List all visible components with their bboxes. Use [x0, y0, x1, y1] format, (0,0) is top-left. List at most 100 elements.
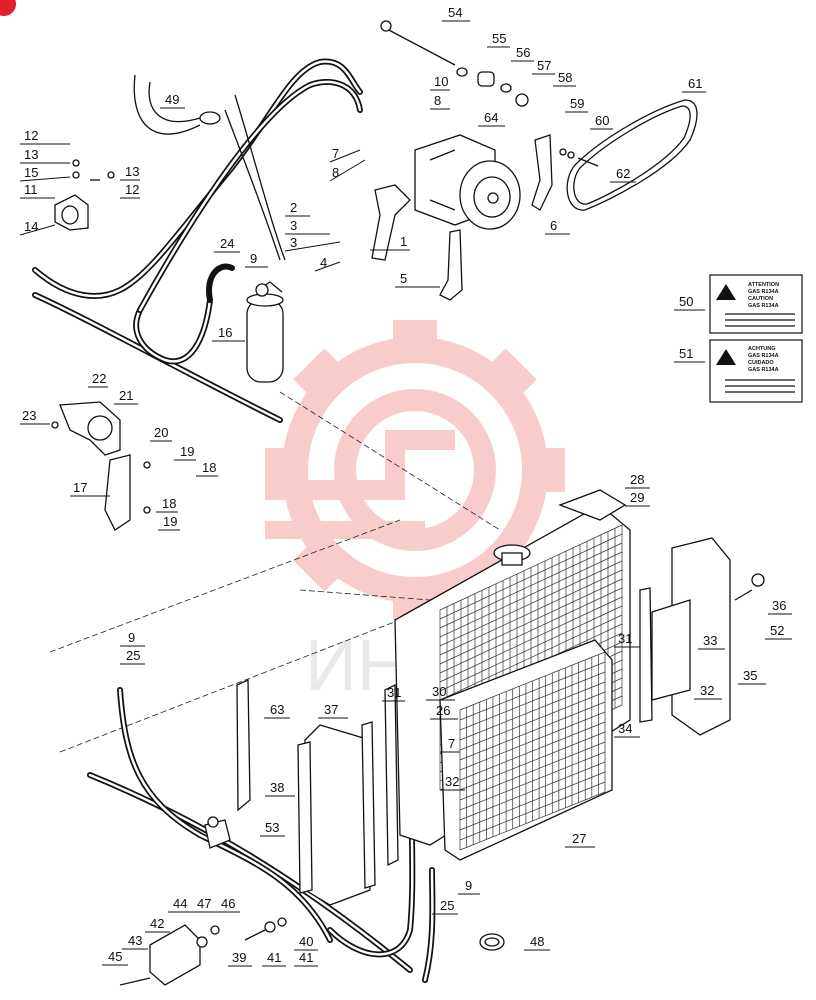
core-tube	[439, 524, 623, 611]
core-tube	[459, 701, 606, 761]
callout-35: 35	[743, 668, 757, 683]
core-tube	[439, 578, 623, 665]
callout-3: 3	[290, 235, 297, 250]
callout-27: 27	[572, 831, 586, 846]
core-tube	[439, 596, 623, 683]
reference-lines	[49, 391, 501, 753]
callout-53: 53	[265, 820, 279, 835]
callout-39: 39	[232, 950, 246, 965]
callout-31: 31	[387, 685, 401, 700]
callout-labels: 1233456778899910111212131314151617181819…	[19, 5, 792, 967]
callout-29: 29	[630, 490, 644, 505]
warning-label-50-line4: GAS R134A	[748, 303, 779, 309]
callout-31: 31	[618, 631, 632, 646]
core-tube	[439, 614, 623, 701]
callout-13: 13	[125, 164, 139, 179]
callout-40: 40	[299, 934, 313, 949]
callout-49: 49	[165, 92, 179, 107]
callout-26: 26	[436, 703, 450, 718]
core-tube	[459, 711, 606, 771]
callout-14: 14	[24, 219, 38, 234]
callout-3: 3	[290, 218, 297, 233]
callout-16: 16	[218, 325, 232, 340]
core-tube	[459, 761, 606, 821]
callout-21: 21	[119, 388, 133, 403]
callout-4: 4	[320, 255, 327, 270]
callout-41: 41	[299, 950, 313, 965]
warning-label-50: ATTENTION GAS R134A CAUTION GAS R134A	[709, 274, 803, 334]
lower-hardware	[119, 573, 765, 986]
hose-clamps	[51, 159, 151, 531]
callout-leader	[19, 224, 56, 236]
sensor-wire	[133, 74, 286, 261]
callout-25: 25	[440, 898, 454, 913]
callout-17: 17	[73, 480, 87, 495]
callout-37: 37	[324, 702, 338, 717]
callout-56: 56	[516, 45, 530, 60]
callout-20: 20	[154, 425, 168, 440]
core-tube	[439, 560, 623, 647]
callout-leader	[19, 176, 71, 182]
corner-badge	[0, 0, 16, 16]
callout-12: 12	[125, 182, 139, 197]
callout-1: 1	[400, 234, 407, 249]
callout-7: 7	[332, 146, 339, 161]
warning-label-51-line3: CUIDADO	[748, 360, 774, 366]
callout-52: 52	[770, 623, 784, 638]
callout-24: 24	[220, 236, 234, 251]
callout-58: 58	[558, 70, 572, 85]
callout-leader	[329, 159, 366, 182]
core-tube	[459, 731, 606, 791]
callout-57: 57	[537, 58, 551, 73]
callout-9: 9	[250, 251, 257, 266]
callout-2: 2	[290, 200, 297, 215]
core-tube	[439, 533, 623, 620]
callout-43: 43	[128, 933, 142, 948]
core-tube	[459, 721, 606, 781]
callout-18: 18	[162, 496, 176, 511]
core-tube	[459, 661, 606, 721]
callout-19: 19	[163, 514, 177, 529]
callout-leader	[314, 261, 341, 272]
core-tube	[439, 587, 623, 674]
warning-label-50-line3: CAUTION	[748, 296, 773, 302]
core-tube	[439, 605, 623, 692]
callout-64: 64	[484, 110, 498, 125]
warning-label-51-line1: ACHTUNG	[748, 346, 776, 352]
compressor-brackets	[371, 134, 553, 301]
callout-41: 41	[267, 950, 281, 965]
callout-7: 7	[448, 736, 455, 751]
pivot-bolt-assembly	[380, 20, 599, 167]
core-tube	[459, 741, 606, 801]
callout-61: 61	[688, 76, 702, 91]
callout-9: 9	[465, 878, 472, 893]
callout-13: 13	[24, 147, 38, 162]
callout-18: 18	[202, 460, 216, 475]
callout-42: 42	[150, 916, 164, 931]
callout-19: 19	[180, 444, 194, 459]
warning-label-51-line2: GAS R134A	[748, 353, 779, 359]
compressor	[414, 134, 521, 230]
callout-25: 25	[126, 648, 140, 663]
callout-12: 12	[24, 128, 38, 143]
hose-lines	[32, 58, 436, 983]
core-tube	[439, 542, 623, 629]
callout-9: 9	[128, 630, 135, 645]
callout-leader	[329, 149, 361, 163]
callout-59: 59	[570, 96, 584, 111]
callout-11: 11	[24, 182, 38, 197]
warning-label-51: ACHTUNG GAS R134A CUIDADO GAS R134A	[709, 339, 803, 403]
core-tube	[459, 681, 606, 741]
callout-8: 8	[332, 165, 339, 180]
callout-36: 36	[772, 598, 786, 613]
warning-label-50-line1: ATTENTION	[748, 282, 779, 288]
callout-6: 6	[550, 218, 557, 233]
callout-51: 51	[679, 346, 693, 361]
core-tube	[439, 551, 623, 638]
callout-32: 32	[445, 774, 459, 789]
callout-44: 44	[173, 896, 187, 911]
callout-30: 30	[432, 684, 446, 699]
callout-47: 47	[197, 896, 211, 911]
callout-10: 10	[434, 74, 448, 89]
